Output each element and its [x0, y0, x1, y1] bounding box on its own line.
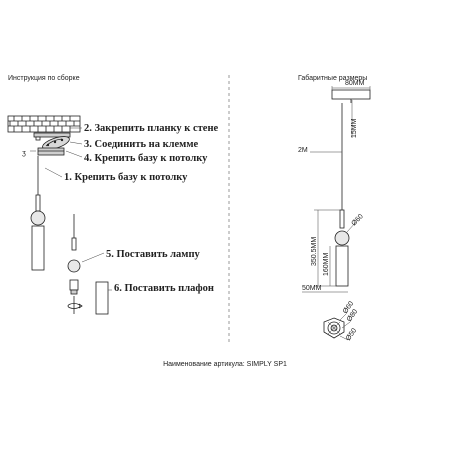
dim-total-height: 350.5MM [311, 237, 318, 266]
svg-text:ʒ: ʒ [22, 150, 26, 157]
step-6-label: 6. Поставить плафон [114, 283, 214, 294]
dimensions-title: Габаритные размеры [298, 74, 367, 82]
terminal-block-icon [42, 136, 70, 150]
article-name: Наименование артикула: SIMPLY SP1 [163, 361, 287, 368]
step-3-label: 3. Соединить на клемме [84, 139, 198, 150]
assembly-title: Инструкция по сборке [8, 74, 80, 82]
dim-shade-height: 160MM [323, 252, 330, 276]
step-leaders [44, 127, 83, 178]
brick-wall-icon [7, 115, 81, 133]
dim-canopy-width: 80MM [345, 80, 365, 87]
top-view [323, 313, 351, 341]
shade-install [95, 281, 112, 315]
rotate-arrow-icon [67, 296, 83, 314]
canopy-base: ʒ [22, 147, 65, 157]
step-4-label: 4. Крепить базу к потолку [84, 153, 208, 164]
dim-top-d3: Ø50 [345, 327, 358, 342]
step-1-label: 1. Крепить базу к потолку [64, 172, 188, 183]
step-5-label: 5. Поставить лампу [106, 249, 201, 260]
dim-shade-width: 50MM [302, 285, 322, 292]
step-2-label: 2. Закрепить планку к стене [84, 123, 218, 134]
dimension-drawing [302, 86, 371, 293]
dim-cable-length: 2M [298, 147, 308, 154]
dim-ball-diameter: Ø60 [350, 213, 364, 227]
assembled-pendant [30, 156, 46, 271]
dim-canopy-height: 15MM [351, 118, 358, 138]
lamp-insertion [67, 214, 105, 295]
